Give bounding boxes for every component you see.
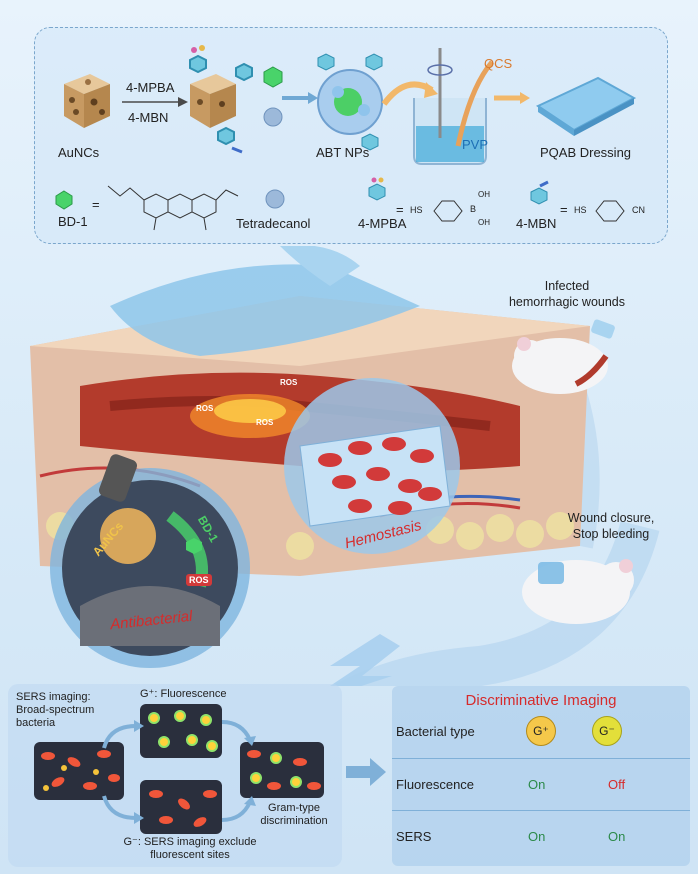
functionalized-cube-icon — [189, 45, 253, 154]
abt-nanoparticle-icon — [317, 53, 383, 151]
mpba-ring-icon — [433, 200, 463, 222]
ros-label-3: ROS — [256, 418, 274, 427]
infected-label: Infected hemorrhagic wounds — [508, 279, 626, 309]
tetradecanol-icon — [263, 107, 283, 127]
gram-label: Gram-type discrimination — [260, 802, 328, 827]
table-row-label: SERS — [396, 829, 432, 844]
table-cell: On — [528, 829, 546, 844]
arrow-icon — [494, 92, 530, 104]
mpba-oh2: OH — [478, 218, 490, 227]
table-title: Discriminative Imaging — [465, 692, 617, 709]
header-label: Bacterial type — [396, 724, 475, 739]
bd1-structure-icon — [107, 185, 239, 231]
legend-bd1: BD-1 — [58, 214, 88, 229]
mpba-b: B — [470, 204, 477, 214]
fluorescence-image — [140, 704, 222, 758]
reagent-mpba: 4-MPBA — [126, 80, 175, 95]
arrow-icon — [282, 92, 318, 104]
mbn-cn: CN — [632, 205, 645, 215]
mpba-hs: HS — [410, 205, 423, 215]
sers-title: SERS imaging: Broad-spectrum bacteria — [16, 691, 95, 729]
legend-eq-2: = — [396, 202, 404, 217]
tetradecanol-legend-icon — [265, 189, 285, 209]
table-cell: On — [608, 829, 626, 844]
wound-illustration — [30, 246, 660, 686]
curve-arrow-icon — [102, 720, 144, 749]
aunc-cube-icon — [64, 74, 110, 128]
closure-label: Wound closure, Stop bleeding — [567, 511, 655, 541]
pvp-label: PVP — [462, 137, 489, 152]
curve-arrow-icon — [102, 795, 144, 824]
mbn-ring-icon — [595, 200, 625, 222]
bd1-legend-icon — [55, 190, 73, 210]
gminus-badge: G⁻ — [592, 716, 622, 746]
legend-eq-1: = — [92, 197, 100, 212]
legend-tetradecanol: Tetradecanol — [236, 216, 311, 231]
mbn-legend-icon — [530, 180, 549, 205]
curved-arrow-icon — [381, 81, 438, 106]
qcs-label: QCS — [484, 56, 513, 71]
pqab-dressing-icon — [535, 76, 637, 136]
table-cell: Off — [608, 777, 626, 792]
merged-image — [240, 742, 324, 798]
mpba-oh1: OH — [478, 190, 490, 199]
mpba-legend-icon — [368, 177, 386, 201]
reagent-mbn: 4-MBN — [128, 110, 169, 125]
beaker-icon — [413, 48, 494, 165]
gminus-label: G⁻: SERS imaging exclude fluorescent sit… — [123, 836, 257, 861]
discriminative-imaging-table: Discriminative Imaging Bacterial type G⁺… — [392, 686, 690, 866]
sers-gminus-image — [140, 780, 222, 834]
dressing-label: PQAB Dressing — [540, 145, 632, 160]
ros-label-1: ROS — [280, 378, 298, 387]
table-row-label: Fluorescence — [396, 777, 475, 792]
curve-arrow-icon — [221, 796, 256, 822]
mbn-hs: HS — [574, 205, 587, 215]
curve-arrow-icon — [221, 720, 256, 746]
bd1-green-icon — [263, 66, 283, 88]
aunc-label: AuNCs — [58, 145, 100, 160]
abt-label: ABT NPs — [316, 145, 370, 160]
ros-inset-label: ROS — [186, 574, 212, 586]
table-cell: On — [528, 777, 546, 792]
legend-mbn: 4-MBN — [516, 216, 557, 231]
row-divider — [392, 758, 690, 759]
gplus-badge: G⁺ — [526, 716, 556, 746]
arrow-icon — [122, 97, 188, 107]
broad-bacteria-image — [34, 742, 124, 800]
row-divider — [392, 810, 690, 811]
legend-mpba: 4-MPBA — [358, 216, 407, 231]
ros-label-2: ROS — [196, 404, 214, 413]
legend-eq-3: = — [560, 202, 568, 217]
arrow-right-icon — [346, 758, 386, 786]
gplus-label: G⁺: Fluorescence — [140, 688, 227, 700]
synthesis-panel — [34, 27, 668, 244]
